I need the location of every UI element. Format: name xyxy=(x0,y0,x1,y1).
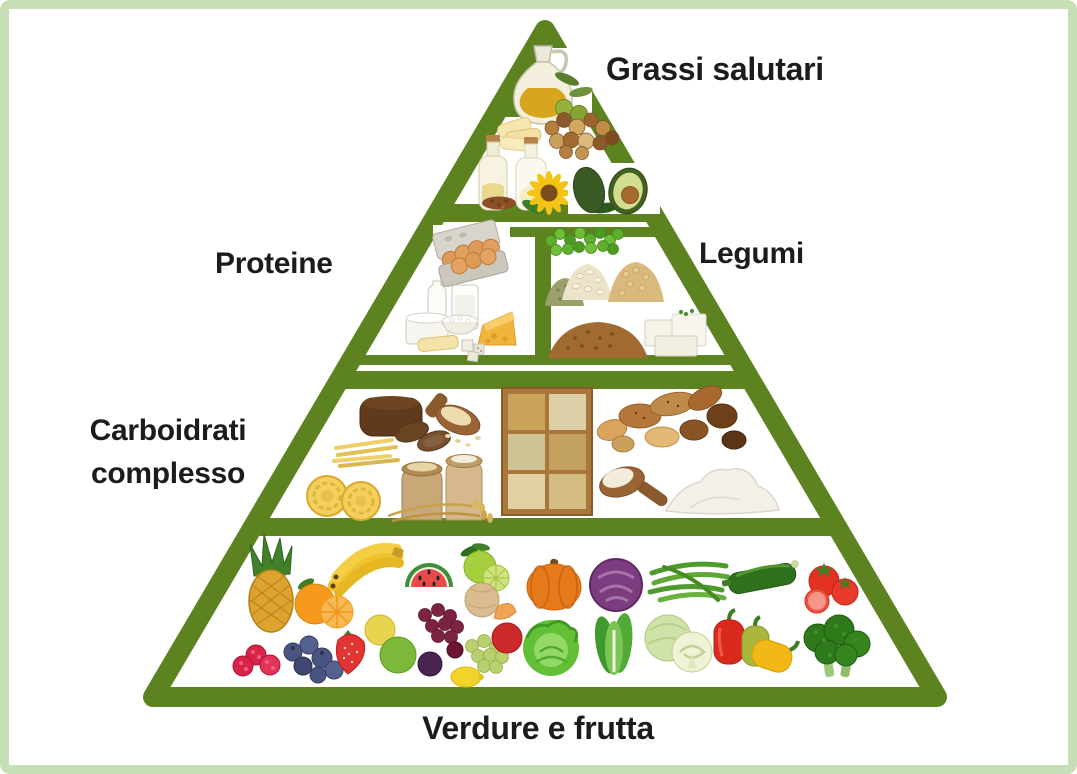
pineapple-icon xyxy=(248,533,294,633)
label-grassi-salutari: Grassi salutari xyxy=(606,51,824,87)
sunflower-icon xyxy=(522,171,571,215)
berries-icon xyxy=(232,630,366,684)
bananas-icon xyxy=(327,542,404,597)
bell-peppers-icon xyxy=(713,608,800,673)
red-cabbage-icon xyxy=(589,558,643,612)
broccoli-icon xyxy=(803,614,871,678)
romaine-lettuce-icon xyxy=(594,613,633,675)
fruit-mix-icon xyxy=(364,603,523,688)
bread-rolls-icon xyxy=(596,385,747,453)
cottage-cheese-icon xyxy=(441,314,479,335)
label-carboidrati-line1: Carboidrati xyxy=(89,414,247,447)
orange-icon xyxy=(294,578,354,629)
grain-box-icon xyxy=(501,387,593,516)
tagliatelle-nests-icon xyxy=(306,475,381,521)
grain-sacks-icon xyxy=(387,454,493,523)
pasta-sticks-icon xyxy=(332,438,400,468)
label-verdure-e-frutta: Verdure e frutta xyxy=(422,710,654,746)
melon-icon xyxy=(464,582,517,620)
butter-cubes-icon xyxy=(417,334,485,363)
cheese-wedge-icon xyxy=(477,311,517,346)
white-beans-icon xyxy=(562,264,612,300)
dark-bread-icon xyxy=(359,396,451,452)
label-carboidrati-complesso: Carboidrati complesso xyxy=(48,409,288,495)
green-beans-icon xyxy=(647,561,731,603)
oat-scoop-icon xyxy=(425,393,481,447)
green-peas-icon xyxy=(545,227,624,256)
zucchini-icon xyxy=(721,560,799,595)
olive-oil-cruet-icon xyxy=(513,45,593,125)
tofu-icon xyxy=(644,309,707,357)
label-legumi: Legumi xyxy=(699,237,804,270)
lentils-icon xyxy=(548,322,648,358)
cabbage-icon xyxy=(644,614,713,673)
chickpeas-icon xyxy=(608,262,664,302)
mixed-nuts-icon xyxy=(544,112,620,160)
lime-icon xyxy=(460,543,510,592)
pyramid-outline xyxy=(143,20,947,707)
avocado-icon xyxy=(568,163,660,215)
egg-carton-icon xyxy=(432,219,510,287)
flour-pile-icon xyxy=(664,468,780,515)
watermelon-icon xyxy=(405,563,453,587)
butter-curls-icon xyxy=(497,117,542,152)
tomatoes-icon xyxy=(804,563,859,614)
flax-seeds-icon xyxy=(482,196,516,210)
label-carboidrati-line2: complesso xyxy=(90,457,246,490)
lettuce-icon xyxy=(523,620,579,676)
pumpkin-icon xyxy=(526,558,582,611)
rice-scoop-icon xyxy=(599,466,668,507)
label-proteine: Proteine xyxy=(215,247,333,280)
